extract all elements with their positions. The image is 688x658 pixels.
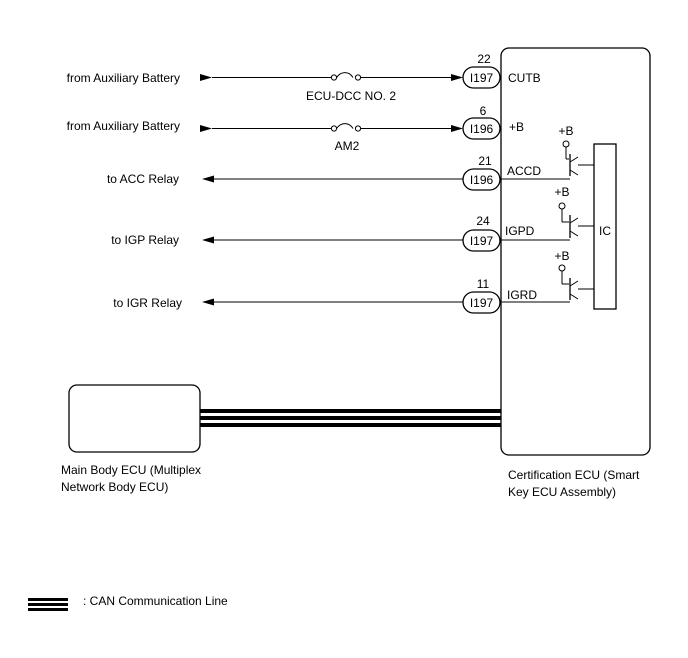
circuit-row-igrd: to IGR Relay 11 I197 IGRD +B <box>113 249 594 314</box>
legend-can-symbol <box>28 598 68 611</box>
arrow-left-icon <box>202 298 214 306</box>
connector-oval <box>462 66 501 89</box>
arrow-left-icon <box>202 175 214 183</box>
arrow-right-icon <box>200 74 212 81</box>
circuit-row-accd: to ACC Relay 21 I196 ACCD +B <box>107 124 594 191</box>
terminal-name: ACCD <box>507 164 541 178</box>
connector-id: I197 <box>470 234 494 248</box>
connector-id: I197 <box>470 296 494 310</box>
transistor-icon <box>569 278 594 300</box>
arrow-right-icon <box>451 125 463 132</box>
connector-oval <box>462 117 501 140</box>
terminal-name: +B <box>509 120 524 134</box>
can-bus-lines <box>200 409 501 427</box>
transistor-icon <box>569 215 594 238</box>
pin-number: 24 <box>476 214 490 228</box>
connector-id: I196 <box>470 122 494 136</box>
supply-label: +B <box>554 185 569 199</box>
pin-number: 21 <box>478 154 492 168</box>
arrow-left-icon <box>202 236 214 244</box>
terminal-name: IGPD <box>505 224 535 238</box>
source-label: to ACC Relay <box>107 172 179 186</box>
pin-number: 11 <box>477 277 490 291</box>
terminal-name: CUTB <box>508 71 541 85</box>
main-body-ecu-label-line2: Network Body ECU) <box>61 480 168 494</box>
terminal-name: IGRD <box>507 288 537 302</box>
supply-label: +B <box>554 249 569 263</box>
arrow-right-icon <box>451 74 463 81</box>
connector-id: I197 <box>470 71 494 85</box>
source-label: from Auxiliary Battery <box>67 71 180 85</box>
fuse-label: ECU-DCC NO. 2 <box>306 89 396 103</box>
circuit-row-igpd: to IGP Relay 24 I197 IGPD +B <box>111 185 594 252</box>
certification-ecu-label-line1: Certification ECU (Smart <box>508 468 640 482</box>
source-label: to IGP Relay <box>111 233 179 247</box>
main-body-ecu-label-line1: Main Body ECU (Multiplex <box>61 463 201 477</box>
arrow-right-icon <box>200 125 212 132</box>
main-body-ecu-box <box>68 384 201 453</box>
fuse-label: AM2 <box>335 139 360 153</box>
connector-id: I196 <box>470 173 494 187</box>
source-label: to IGR Relay <box>113 296 182 310</box>
certification-ecu-box <box>500 47 651 456</box>
supply-label: +B <box>558 124 573 138</box>
fuse-icon <box>336 123 354 129</box>
source-label: from Auxiliary Battery <box>67 119 180 133</box>
legend-can-label: : CAN Communication Line <box>83 594 228 608</box>
pin-number: 6 <box>480 104 487 118</box>
circuit-row-cutb: from Auxiliary Battery ECU-DCC NO. 2 22 … <box>67 52 541 103</box>
transistor-icon <box>569 154 594 176</box>
ic-label: IC <box>599 224 611 238</box>
circuit-row-plus-b: from Auxiliary Battery AM2 6 I196 +B <box>67 104 524 153</box>
certification-ecu-label-line2: Key ECU Assembly) <box>508 485 616 499</box>
fuse-icon <box>336 72 354 78</box>
pin-number: 22 <box>477 52 491 66</box>
